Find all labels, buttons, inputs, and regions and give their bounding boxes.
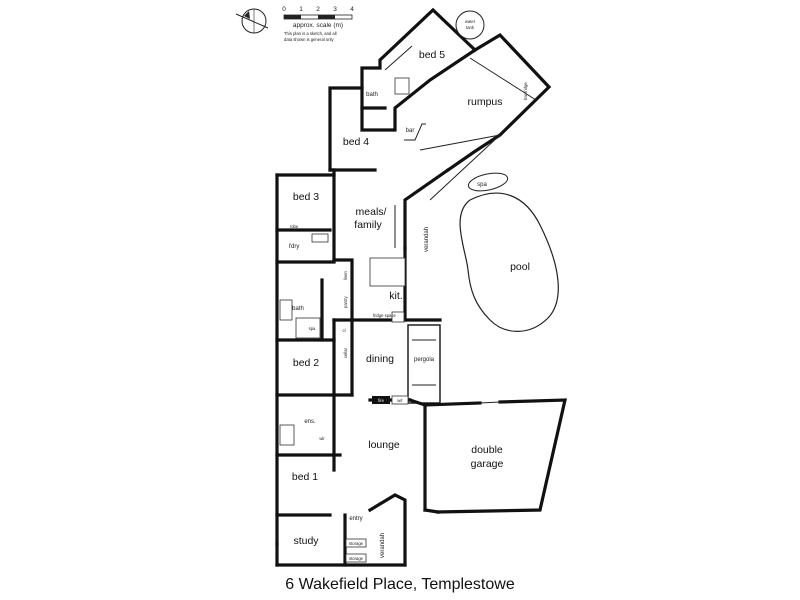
pool-area <box>459 172 559 332</box>
label-wr: w/r <box>397 398 403 403</box>
label-spa: spa <box>477 182 487 188</box>
label-wir: wir <box>319 436 325 441</box>
label-ensuite: ens. <box>304 419 316 425</box>
label-bed-2: bed 2 <box>293 357 319 369</box>
label-rumpus: rumpus <box>467 96 502 108</box>
label-double: double <box>471 444 503 456</box>
label-garage: garage <box>471 458 504 470</box>
label-bar-fridge: bar fridge <box>523 82 528 100</box>
label-verandah-top: verandah <box>424 227 430 252</box>
label-bed-1: bed 1 <box>292 471 318 483</box>
label-cellar: cellar <box>343 347 348 358</box>
room-labels: bed 5 rumpus bath bed 4 bar spa bed 3 me… <box>289 49 530 558</box>
label-bed-4: bed 4 <box>343 136 369 148</box>
label-linen: linen <box>343 270 348 280</box>
label-bed-3: bed 3 <box>293 191 319 203</box>
label-robe: robe <box>290 224 299 229</box>
label-cl: cl <box>342 328 345 333</box>
scale-caption: approx. scale (m) <box>293 22 343 29</box>
label-pool: pool <box>510 261 530 273</box>
label-fire: fire <box>378 398 384 403</box>
label-meals: meals/ <box>356 206 387 218</box>
label-bath: bath <box>292 306 304 312</box>
scale-bar: 0 1 2 3 4 approx. scale (m) This plan is… <box>282 6 354 42</box>
label-water-tank-1: water <box>465 19 476 24</box>
walls <box>275 7 568 567</box>
compass-icon <box>235 8 269 34</box>
label-bed-5: bed 5 <box>419 49 445 61</box>
label-storage-2: storage <box>349 556 364 561</box>
label-bar: bar <box>406 128 415 134</box>
property-address: 6 Wakefield Place, Templestowe <box>285 576 515 593</box>
water-tank-icon <box>455 10 485 40</box>
label-fridge-space: fridge space <box>373 313 396 318</box>
label-lounge: lounge <box>368 439 400 451</box>
disclaimer-line-2: data shown is general only <box>284 37 334 42</box>
label-water-tank-2: tank <box>466 25 475 30</box>
interior-details <box>279 10 537 563</box>
label-spa-bath: spa <box>309 326 316 331</box>
disclaimer-line-1: This plan is a sketch, and all <box>284 31 337 36</box>
scale-tick-1: 1 <box>299 6 303 13</box>
scale-tick-2: 2 <box>316 6 320 13</box>
scale-tick-4: 4 <box>350 6 354 13</box>
label-pantry: pantry <box>343 295 348 308</box>
fixture-labels: water tank robe linen pantry cellar frid… <box>290 19 528 561</box>
label-pergola: pergola <box>414 357 435 363</box>
scale-tick-3: 3 <box>333 6 337 13</box>
scale-tick-0: 0 <box>282 6 286 13</box>
label-dining: dining <box>366 353 394 365</box>
label-storage-1: storage <box>349 541 364 546</box>
label-entry: entry <box>349 516 362 522</box>
label-kitchen: kit. <box>389 290 402 302</box>
label-study: study <box>293 535 319 547</box>
label-family: family <box>354 219 382 231</box>
label-verandah-bottom: verandah <box>380 533 386 558</box>
label-bath-upper: bath <box>366 92 378 98</box>
label-laundry: l'dry <box>289 244 300 250</box>
